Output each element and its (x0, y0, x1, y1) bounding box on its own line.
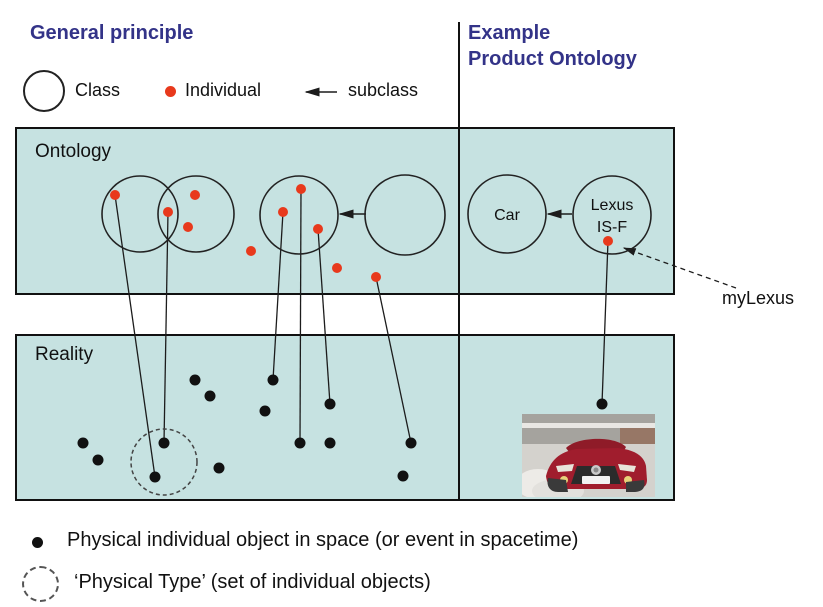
type-legend-text: ‘Physical Type’ (set of individual objec… (74, 571, 431, 593)
individual-symbol-icon (165, 86, 176, 97)
class-symbol-icon (23, 70, 65, 112)
object-legend-text: Physical individual object in space (or … (67, 529, 579, 551)
mylexus-label: myLexus (722, 288, 795, 308)
title-general-principle: General principle (30, 22, 194, 44)
class-label: Class (75, 80, 121, 100)
ontology-box (15, 127, 675, 295)
ontology-label: Ontology (35, 141, 112, 162)
physical-type-symbol-icon (22, 566, 59, 602)
lexus-photo (516, 414, 655, 503)
reality-label: Reality (35, 344, 94, 365)
individual-label: Individual (185, 80, 262, 100)
title-example-line1: Example (468, 22, 551, 44)
object-symbol-icon (32, 537, 43, 548)
title-example: Example Product Ontology (468, 20, 637, 72)
lexus-photo-image (516, 414, 655, 503)
subclass-label: subclass (348, 80, 419, 100)
section-divider (458, 22, 460, 500)
title-example-line2: Product Ontology (468, 48, 637, 70)
